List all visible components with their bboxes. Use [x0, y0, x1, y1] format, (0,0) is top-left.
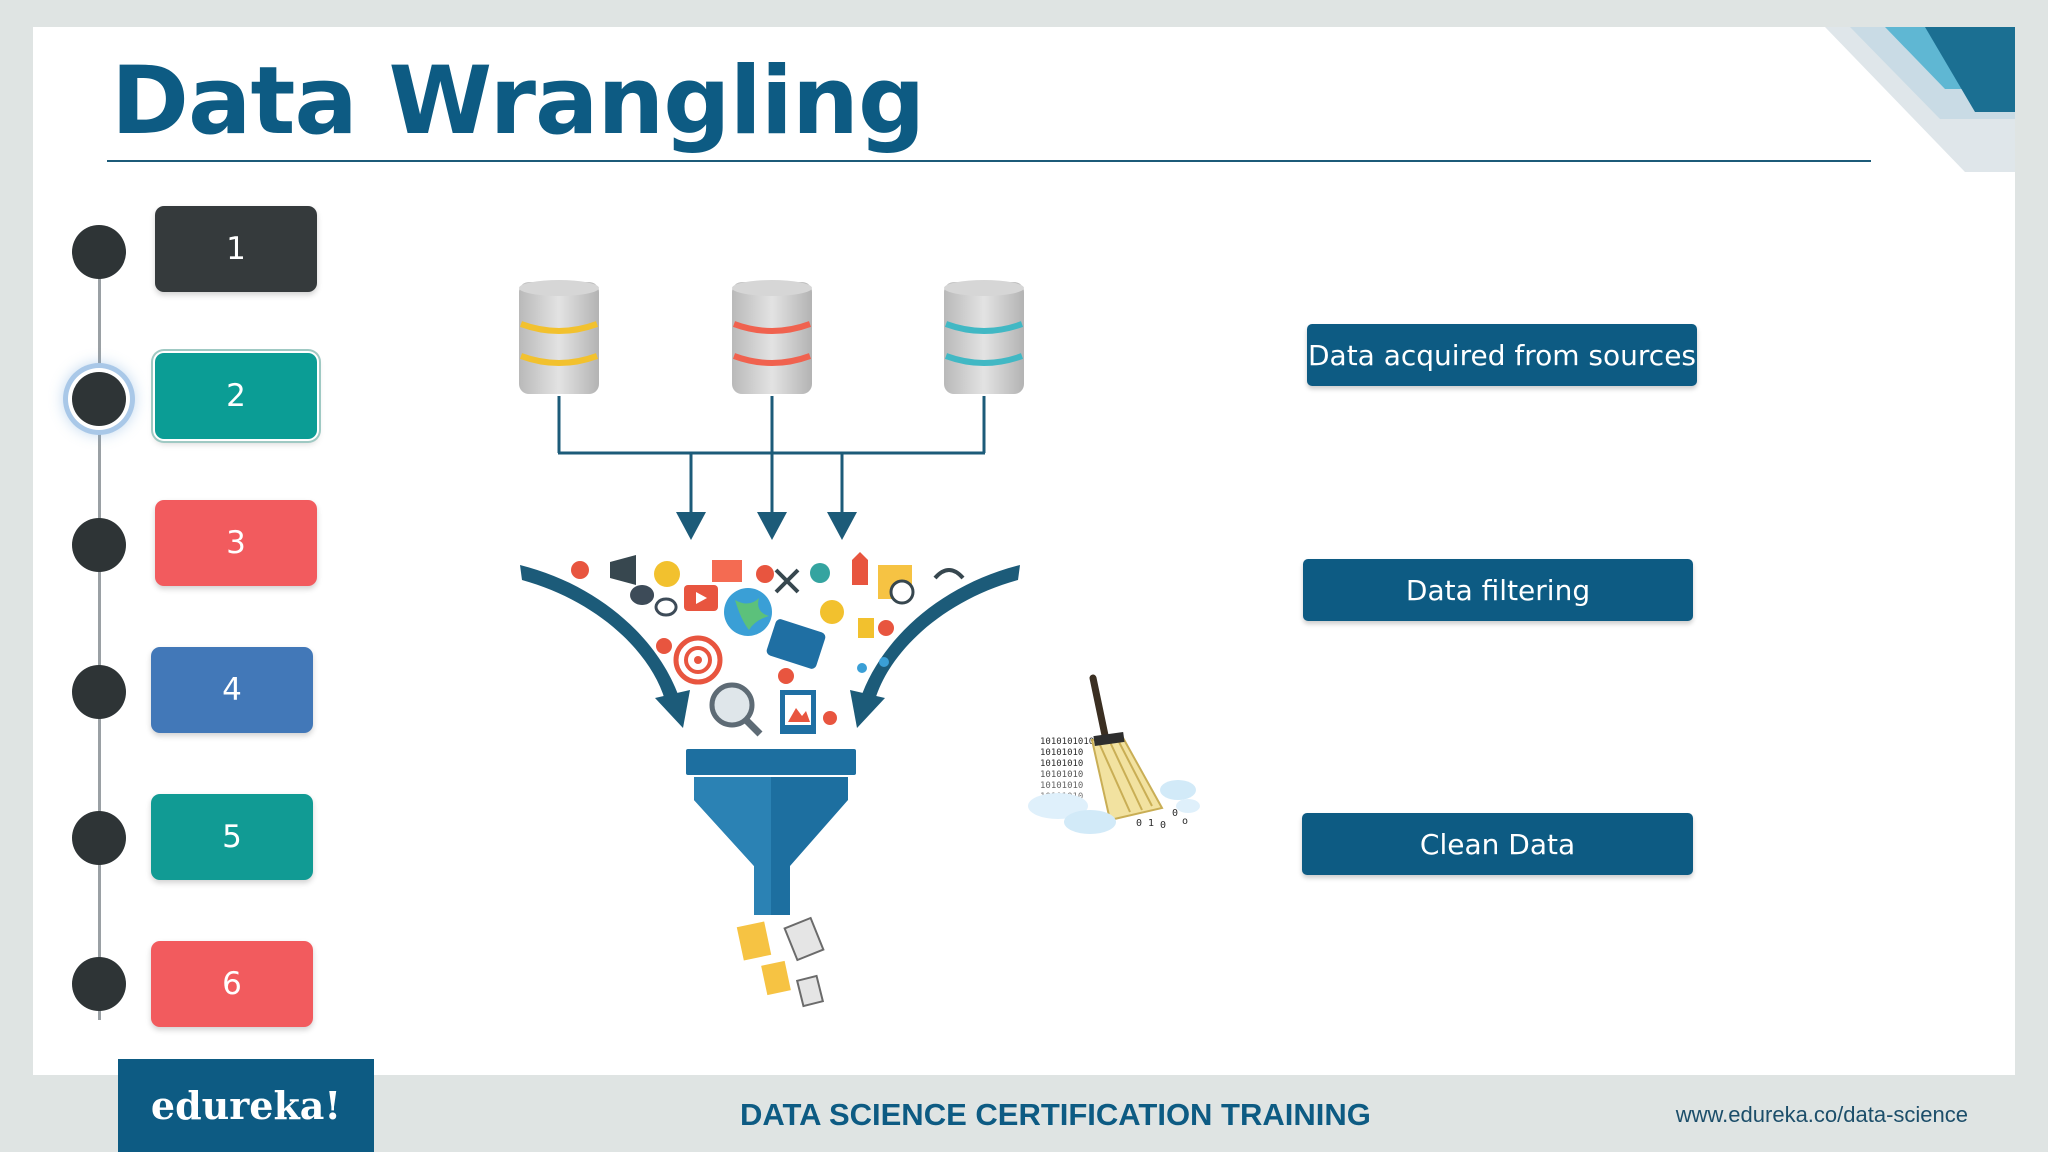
svg-text:0: 0: [1160, 820, 1166, 831]
stage-label-text: Data filtering: [1405, 573, 1591, 607]
page-title: Data Wrangling: [111, 47, 925, 156]
timeline-dot-4[interactable]: [72, 665, 126, 719]
step-label: 6: [222, 966, 242, 1002]
binary-text: 1010101010: [1040, 737, 1094, 747]
funnel-icon: [686, 749, 856, 915]
db-ring: [944, 353, 1024, 366]
step-label: 4: [222, 672, 242, 708]
stage-label-acquired: Data acquired from sources: [1307, 324, 1697, 386]
svg-text:o: o: [1182, 816, 1188, 827]
stage-label-text: Data acquired from sources: [1307, 338, 1697, 372]
timeline-dot-6[interactable]: [72, 957, 126, 1011]
footer-url-link[interactable]: www.edureka.co/data-science: [1675, 1102, 1968, 1127]
course-title: DATA SCIENCE CERTIFICATION TRAINING: [740, 1097, 1371, 1132]
stage-label-text: Clean Data: [1419, 827, 1576, 861]
timeline-dot-3[interactable]: [72, 518, 126, 572]
title-divider: [107, 160, 1871, 162]
timeline-dot-2[interactable]: [72, 372, 126, 426]
timeline-dot-5[interactable]: [72, 811, 126, 865]
document-icon: [736, 916, 825, 1008]
binary-text: 10101010: [1040, 759, 1083, 769]
step-button-6[interactable]: 6: [151, 941, 313, 1027]
step-label: 5: [222, 819, 242, 855]
data-icons-cluster: [571, 552, 965, 737]
svg-text:0 1: 0 1: [1136, 818, 1154, 829]
corner-decoration: [1825, 27, 2015, 172]
logo-text: edureka!: [150, 1083, 342, 1128]
binary-text: 10101010: [1040, 781, 1083, 791]
brand-logo[interactable]: edureka!: [118, 1059, 374, 1152]
binary-text: 10101010: [1040, 770, 1083, 780]
step-label: 1: [226, 231, 246, 267]
stage-label-clean: Clean Data: [1302, 813, 1693, 875]
database-icon: [732, 280, 812, 394]
timeline-line: [98, 250, 101, 1020]
step-button-2[interactable]: 2: [155, 353, 317, 439]
step-button-3[interactable]: 3: [155, 500, 317, 586]
arrow-down-icon: [676, 512, 857, 540]
db-ring: [944, 321, 1024, 334]
connector-lines: [557, 396, 986, 520]
step-button-4[interactable]: 4: [151, 647, 313, 733]
broom-icon: 1010101010 10101010 10101010 10101010 10…: [1028, 674, 1200, 834]
db-ring: [519, 321, 599, 334]
step-button-5[interactable]: 5: [151, 794, 313, 880]
db-ring: [519, 353, 599, 366]
binary-text: 10101010: [1040, 748, 1083, 758]
step-button-1[interactable]: 1: [155, 206, 317, 292]
db-ring: [732, 321, 812, 334]
step-label: 3: [226, 525, 246, 561]
curved-arrow-icon: [520, 565, 1020, 728]
database-icon: [519, 280, 599, 394]
slide: Data Wrangling: [33, 27, 2015, 1075]
step-label: 2: [226, 378, 246, 414]
timeline-dot-1[interactable]: [72, 225, 126, 279]
svg-text:0: 0: [1172, 808, 1178, 819]
database-icon: [944, 280, 1024, 394]
db-ring: [732, 353, 812, 366]
stage-label-filtering: Data filtering: [1303, 559, 1693, 621]
